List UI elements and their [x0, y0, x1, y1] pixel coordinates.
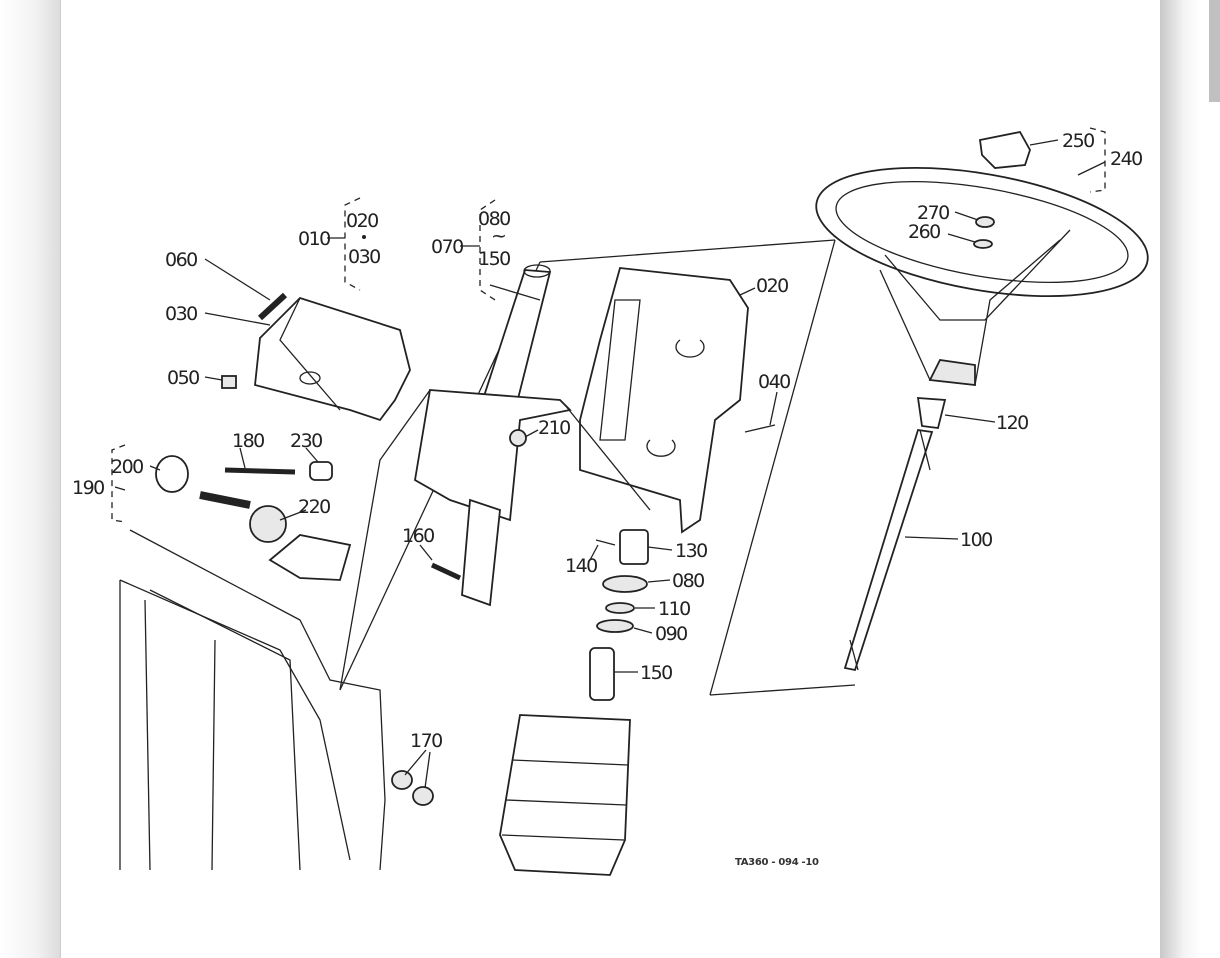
steering-unit-pump: [499, 714, 631, 876]
label-050: 050: [167, 367, 199, 389]
washer-110: [605, 602, 635, 614]
label-030-group: 030: [348, 246, 380, 268]
dashboard-frame: [119, 529, 434, 871]
label-130: 130: [675, 540, 707, 562]
viewer-background-right: [1160, 0, 1220, 958]
label-250: 250: [1062, 130, 1094, 152]
range-tilde: ~: [491, 225, 505, 247]
label-200: 200: [111, 456, 143, 478]
label-150-group: 150: [478, 248, 510, 270]
label-180: 180: [232, 430, 264, 452]
label-190: 190: [72, 477, 104, 499]
label-030: 030: [165, 303, 197, 325]
label-220: 220: [298, 496, 330, 518]
group-dot: [362, 235, 366, 239]
column-bracket: [339, 389, 651, 691]
steering-shaft-100: [843, 397, 947, 672]
label-240: 240: [1110, 148, 1142, 170]
label-020: 020: [756, 275, 788, 297]
seal-090: [596, 619, 634, 633]
cap-230: [309, 461, 333, 481]
plate-220: [249, 505, 287, 543]
column-cover-020: [579, 267, 749, 534]
rod-180: [224, 467, 296, 475]
bearing-080: [602, 575, 648, 593]
key-060: [257, 292, 288, 321]
label-060: 060: [165, 249, 197, 271]
label-100: 100: [960, 529, 992, 551]
column-cover-030: [254, 296, 411, 422]
label-040: 040: [758, 371, 790, 393]
bolt-160: [430, 562, 462, 581]
label-080: 080: [672, 570, 704, 592]
label-080-group: 080: [478, 208, 510, 230]
pin-140: [595, 539, 616, 546]
shaft-150: [589, 647, 615, 701]
label-070: 070: [431, 236, 463, 258]
label-170: 170: [410, 730, 442, 752]
coupling-130: [619, 529, 649, 565]
horn-cap-250: [978, 130, 1031, 169]
viewer-background-left: [0, 0, 60, 958]
label-230: 230: [290, 430, 322, 452]
label-210: 210: [538, 417, 570, 439]
bolt-040: [744, 424, 776, 433]
screw-050: [221, 375, 237, 389]
label-160: 160: [402, 525, 434, 547]
label-090: 090: [655, 623, 687, 645]
switch-shaft: [199, 491, 251, 509]
label-140: 140: [565, 555, 597, 577]
drawing-code: TA360 - 094 -10: [735, 857, 819, 868]
label-260: 260: [908, 221, 940, 243]
label-120: 120: [996, 412, 1028, 434]
steering-wheel: [815, 166, 1149, 387]
washer-260: [973, 239, 993, 249]
label-110: 110: [658, 598, 690, 620]
nut-270: [975, 216, 995, 228]
label-150: 150: [640, 662, 672, 684]
label-020-group: 020: [346, 210, 378, 232]
steering-column-parts-diagram: 250 240 270 260 010 020 030 070 080 ~ 15…: [72, 127, 1149, 876]
scrollbar-thumb[interactable]: [1209, 0, 1220, 102]
label-010: 010: [298, 228, 330, 250]
knob-200: [155, 455, 189, 493]
switch-bracket: [268, 534, 352, 581]
label-270: 270: [917, 202, 949, 224]
